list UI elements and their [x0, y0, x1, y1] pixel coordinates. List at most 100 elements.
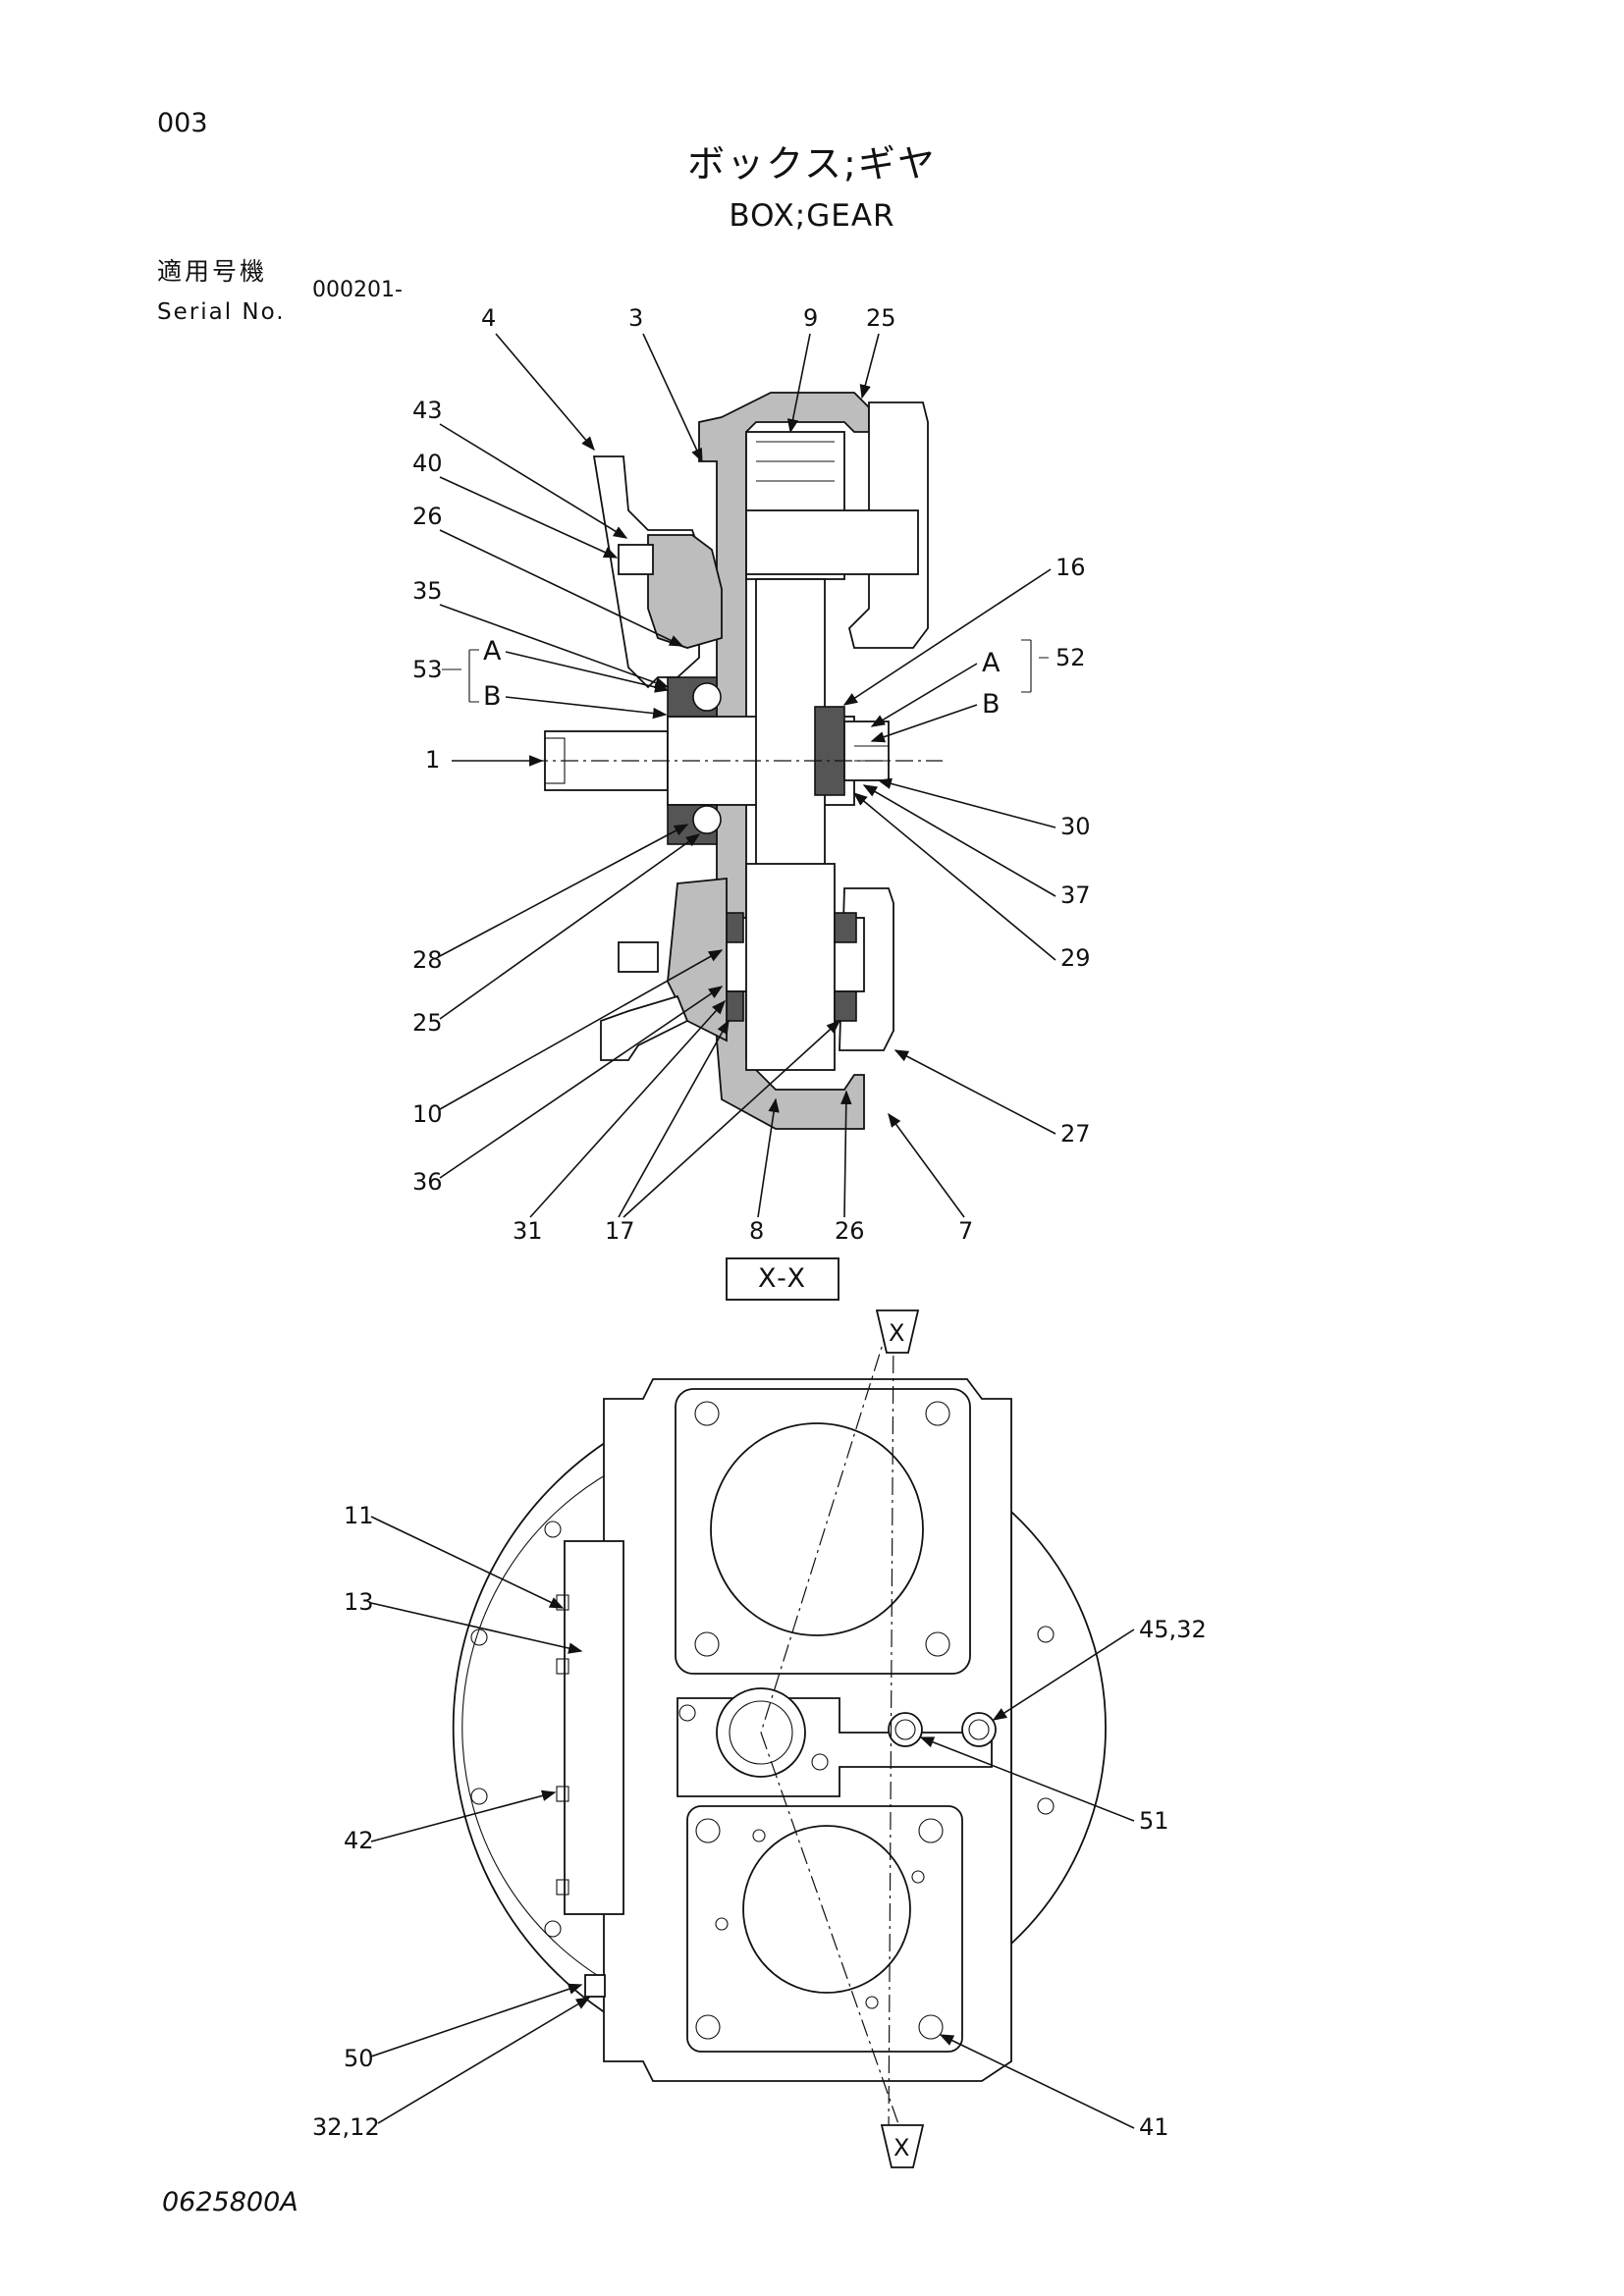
bearing-ball-upper — [692, 682, 722, 712]
leader-37 — [862, 784, 1056, 897]
bracket-52 — [1021, 639, 1049, 693]
bracket-53 — [442, 649, 479, 703]
small-hole — [752, 1829, 766, 1842]
callout-9: 9 — [803, 304, 818, 332]
bearing-ball-lower — [692, 805, 722, 834]
small-hole — [811, 1753, 829, 1771]
block-bolt — [925, 1401, 950, 1426]
section-line-b — [760, 1732, 904, 2139]
plug-port-51-inner — [894, 1719, 916, 1740]
leader-17b — [623, 1020, 841, 1218]
block-bolt — [918, 1818, 944, 1843]
callout-52b: B — [982, 689, 1001, 720]
callout-52a: A — [982, 648, 1001, 678]
callout-37: 37 — [1060, 881, 1091, 909]
side-bolt — [556, 1879, 569, 1896]
lower-callouts: 11 13 45,32 51 42 50 32,12 41 — [312, 1502, 1207, 2141]
leader-45-32 — [992, 1629, 1135, 1721]
side-bolt — [556, 1658, 569, 1675]
leader-35 — [439, 604, 670, 689]
callout-32-12: 32,12 — [312, 2113, 380, 2141]
lower-leaders — [370, 1516, 1135, 2129]
leader-29 — [852, 792, 1056, 961]
document-code: 0625800A — [162, 2187, 298, 2217]
flange-hole — [544, 1920, 562, 1938]
callout-45-32: 45,32 — [1139, 1616, 1207, 1643]
leader-51 — [919, 1736, 1135, 1822]
callout-53: 53 — [412, 656, 443, 683]
section-marker-top — [875, 1309, 920, 1354]
callout-7: 7 — [958, 1217, 973, 1245]
leader-7 — [888, 1112, 965, 1218]
plug-port-51 — [888, 1712, 923, 1747]
leader-11 — [370, 1516, 565, 1609]
flange-hole — [1037, 1626, 1055, 1643]
leader-26-left — [439, 529, 684, 647]
bearing-17c — [834, 912, 857, 943]
callout-53b: B — [483, 681, 502, 712]
lower-bolt — [618, 941, 659, 973]
leader-52b — [870, 704, 978, 743]
section-marker-top-label: X — [889, 1319, 904, 1347]
callout-40: 40 — [412, 450, 443, 477]
callout-26-bottom: 26 — [835, 1217, 865, 1245]
callout-25-mid: 25 — [412, 1009, 443, 1037]
callout-3: 3 — [628, 304, 643, 332]
leader-50 — [370, 1983, 583, 2057]
callout-16: 16 — [1056, 554, 1086, 581]
callout-25-top: 25 — [866, 304, 896, 332]
callout-51: 51 — [1139, 1807, 1169, 1835]
callout-35: 35 — [412, 577, 443, 605]
callout-8: 8 — [749, 1217, 764, 1245]
flange-hole — [1037, 1797, 1055, 1815]
leader-4 — [495, 333, 595, 452]
lower-gear — [745, 863, 836, 1071]
flange-ring-right — [1010, 1509, 1107, 1947]
callout-53a: A — [483, 636, 502, 667]
title-english: BOX;GEAR — [729, 198, 895, 234]
block-bolt — [695, 2014, 721, 2040]
small-hole — [715, 1917, 729, 1931]
plan-view: X X — [452, 1309, 1107, 2168]
callout-43: 43 — [412, 397, 443, 424]
center-port-inner — [729, 1700, 793, 1765]
leader-25-mid — [439, 833, 701, 1020]
lower-mount — [600, 994, 689, 1061]
title-japanese: ボックス;ギヤ — [687, 142, 937, 186]
section-line-a — [760, 1324, 890, 1734]
upper-gear-hub — [745, 509, 919, 575]
leader-25-top — [859, 333, 880, 400]
small-hole — [911, 1870, 925, 1884]
leader-30 — [877, 777, 1056, 828]
callout-41: 41 — [1139, 2113, 1169, 2141]
section-view-label: X-X — [726, 1257, 839, 1301]
leader-26-bottom — [840, 1090, 852, 1218]
callout-10: 10 — [412, 1100, 443, 1128]
drain-plug — [584, 1974, 606, 1998]
callout-28: 28 — [412, 946, 443, 974]
flange-boss — [647, 534, 723, 649]
side-bolt — [556, 1786, 569, 1802]
block-bolt — [694, 1401, 720, 1426]
leader-52a — [870, 663, 978, 727]
block-bolt — [918, 2014, 944, 2040]
section-view — [530, 392, 943, 1130]
lower-port-circle — [742, 1825, 911, 1994]
side-plate — [564, 1540, 624, 1915]
leader-3 — [642, 333, 703, 463]
shaft-cap — [843, 721, 890, 781]
serial-label-english: Serial No. — [157, 299, 286, 325]
block-bolt — [695, 1818, 721, 1843]
upper-leaders — [439, 333, 1056, 1218]
callout-42: 42 — [344, 1827, 374, 1854]
leader-8 — [757, 1097, 780, 1218]
leader-9 — [786, 333, 811, 434]
small-hole — [678, 1704, 696, 1722]
leader-42 — [370, 1789, 557, 1842]
callout-17: 17 — [605, 1217, 635, 1245]
bearing-17d — [834, 990, 857, 1022]
leader-40 — [439, 476, 619, 559]
gear-teeth — [756, 441, 835, 482]
leader-13 — [370, 1602, 583, 1654]
